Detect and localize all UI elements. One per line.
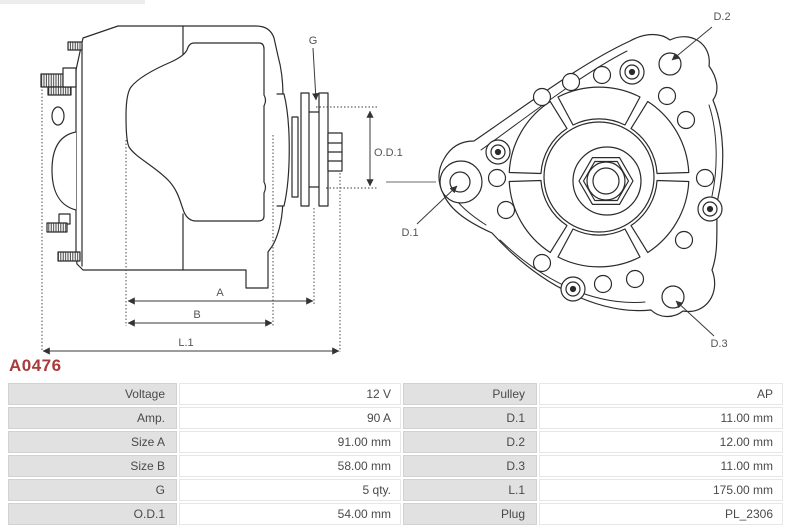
spec-value: 12.00 mm [539, 431, 783, 453]
spec-value: 12 V [179, 383, 401, 405]
spec-label: D.1 [403, 407, 537, 429]
spec-table: Voltage 12 V Pulley AP Amp. 90 A D.1 11.… [8, 383, 783, 525]
vent-holes [487, 65, 715, 294]
alternator-technical-drawing: G O.D.1 A B L.1 [40, 11, 731, 355]
part-number: A0476 [9, 356, 62, 375]
side-view-dimensions [41, 47, 436, 355]
side-view [40, 25, 343, 289]
spec-label: Size A [8, 431, 177, 453]
spec-value: 175.00 mm [539, 479, 783, 501]
stud-bottom [57, 251, 81, 262]
inner-window-contour [125, 42, 267, 222]
shaft-spacer [291, 116, 299, 198]
spec-label: G [8, 479, 177, 501]
pulley-mount-plate [276, 93, 290, 207]
spec-value: 11.00 mm [539, 407, 783, 429]
spec-label: Plug [403, 503, 537, 525]
rivets [485, 59, 723, 302]
l1-dimension-label: L.1 [178, 337, 193, 349]
pulley-flange-front [318, 92, 329, 207]
spec-value: AP [539, 383, 783, 405]
front-view [438, 33, 724, 318]
spec-value: 5 qty. [179, 479, 401, 501]
terminal-boss [51, 106, 65, 126]
spec-label: L.1 [403, 479, 537, 501]
bolt-upper-washer [47, 86, 72, 96]
spec-label: Size B [8, 455, 177, 477]
g-leader-line [312, 47, 320, 101]
front-view-leaders [416, 26, 715, 337]
shaft-end-circle [592, 167, 620, 195]
d2-hole-label: D.2 [713, 11, 730, 23]
spec-label: Amp. [8, 407, 177, 429]
g-dimension-label: G [309, 35, 318, 47]
extension-lines [41, 86, 377, 352]
d3-hole-label: D.3 [710, 338, 727, 350]
bolt-upper-block [62, 67, 77, 88]
spec-value: 90 A [179, 407, 401, 429]
d1-leader-line [416, 185, 458, 225]
shaft-thread-lines [327, 142, 343, 162]
pulley-hub-lines [308, 111, 320, 188]
d3-leader-line [675, 300, 715, 337]
spec-value: 58.00 mm [179, 455, 401, 477]
bolt-upper [40, 73, 64, 88]
d1-hole-label: D.1 [401, 227, 418, 239]
stud-top [67, 41, 83, 51]
spec-label: Voltage [8, 383, 177, 405]
d1-hole [449, 171, 471, 193]
a-dimension-label: A [216, 287, 224, 299]
watermark-remnant [0, 0, 145, 4]
stud-lower [46, 222, 68, 233]
spec-label: Pulley [403, 383, 537, 405]
b-dimension-label: B [193, 309, 200, 321]
spec-value: 54.00 mm [179, 503, 401, 525]
spec-value: 11.00 mm [539, 455, 783, 477]
spec-label: O.D.1 [8, 503, 177, 525]
pulley-flange-rear [300, 92, 310, 207]
spec-value: PL_2306 [539, 503, 783, 525]
plug-housing-profile [51, 131, 77, 211]
spec-label: D.3 [403, 455, 537, 477]
d2-hole [658, 52, 682, 76]
spec-value: 91.00 mm [179, 431, 401, 453]
d2-leader-line [671, 26, 713, 61]
od1-dimension-label: O.D.1 [374, 147, 403, 159]
spec-label: D.2 [403, 431, 537, 453]
